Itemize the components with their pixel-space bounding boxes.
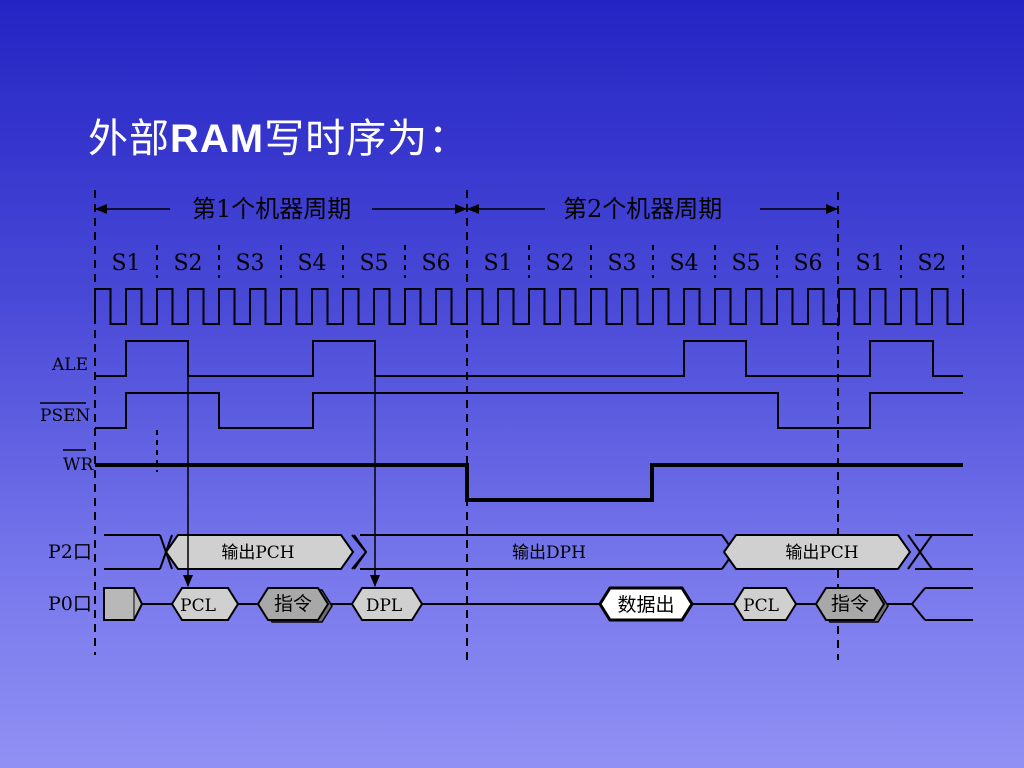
state-label: S2 [917, 251, 946, 276]
period2-label: 第2个机器周期 [563, 195, 722, 223]
psen-waveform [95, 392, 963, 429]
ale-label: ALE [51, 355, 88, 375]
p0-data-out-box [598, 586, 694, 622]
p0-instr2-label: 指令 [831, 593, 869, 615]
p0-label: P0口 [48, 593, 92, 615]
state-label: S1 [855, 251, 884, 276]
p0-initial-box [103, 587, 144, 621]
p2-dph-label: 输出DPH [512, 543, 586, 563]
p0-dpl-label: DPL [366, 596, 402, 616]
p2-label: P2口 [48, 541, 92, 563]
state-label: S5 [359, 251, 388, 276]
p2-bus [104, 534, 973, 570]
state-label: S6 [793, 251, 822, 276]
state-label: S5 [731, 251, 760, 276]
p0-data-out-label: 数据出 [617, 594, 674, 616]
state-label: S3 [607, 251, 636, 276]
p2-pch1-label: 输出PCH [221, 543, 294, 563]
psen-label: PSEN [40, 406, 90, 426]
p2-pch2-box [722, 534, 912, 570]
p2-pch1-box [164, 534, 355, 570]
p0-dpl-box [350, 587, 424, 621]
p0-instr1-box [256, 587, 330, 621]
clock-waveform [94, 288, 964, 325]
p0-instr1-label: 指令 [274, 593, 312, 615]
state-label: S6 [421, 251, 450, 276]
p0-pcl2-label: PCL [743, 596, 779, 616]
state-label: S4 [669, 251, 698, 276]
wr-label: WR [63, 455, 94, 475]
title-prefix: 外部 [88, 116, 170, 162]
p2-pch2-label: 输出PCH [785, 543, 858, 563]
state-label: S1 [483, 251, 512, 276]
state-label: S2 [173, 251, 202, 276]
state-label: S3 [235, 251, 264, 276]
wr-waveform [95, 463, 963, 502]
title-suffix: 写时序为： [264, 116, 470, 162]
state-label: S1 [111, 251, 140, 276]
period1-label: 第1个机器周期 [192, 195, 351, 223]
state-label: S4 [297, 251, 326, 276]
p0-pcl1-box [170, 587, 240, 621]
p0-pcl2-box [732, 587, 798, 621]
p0-instr2-box [814, 587, 886, 621]
slide-title: 外部RAM写时序为： [88, 106, 469, 164]
state-label: S2 [545, 251, 574, 276]
p0-pcl1-label: PCL [180, 596, 216, 616]
ale-waveform [95, 340, 963, 377]
title-bold: RAM [170, 117, 265, 161]
